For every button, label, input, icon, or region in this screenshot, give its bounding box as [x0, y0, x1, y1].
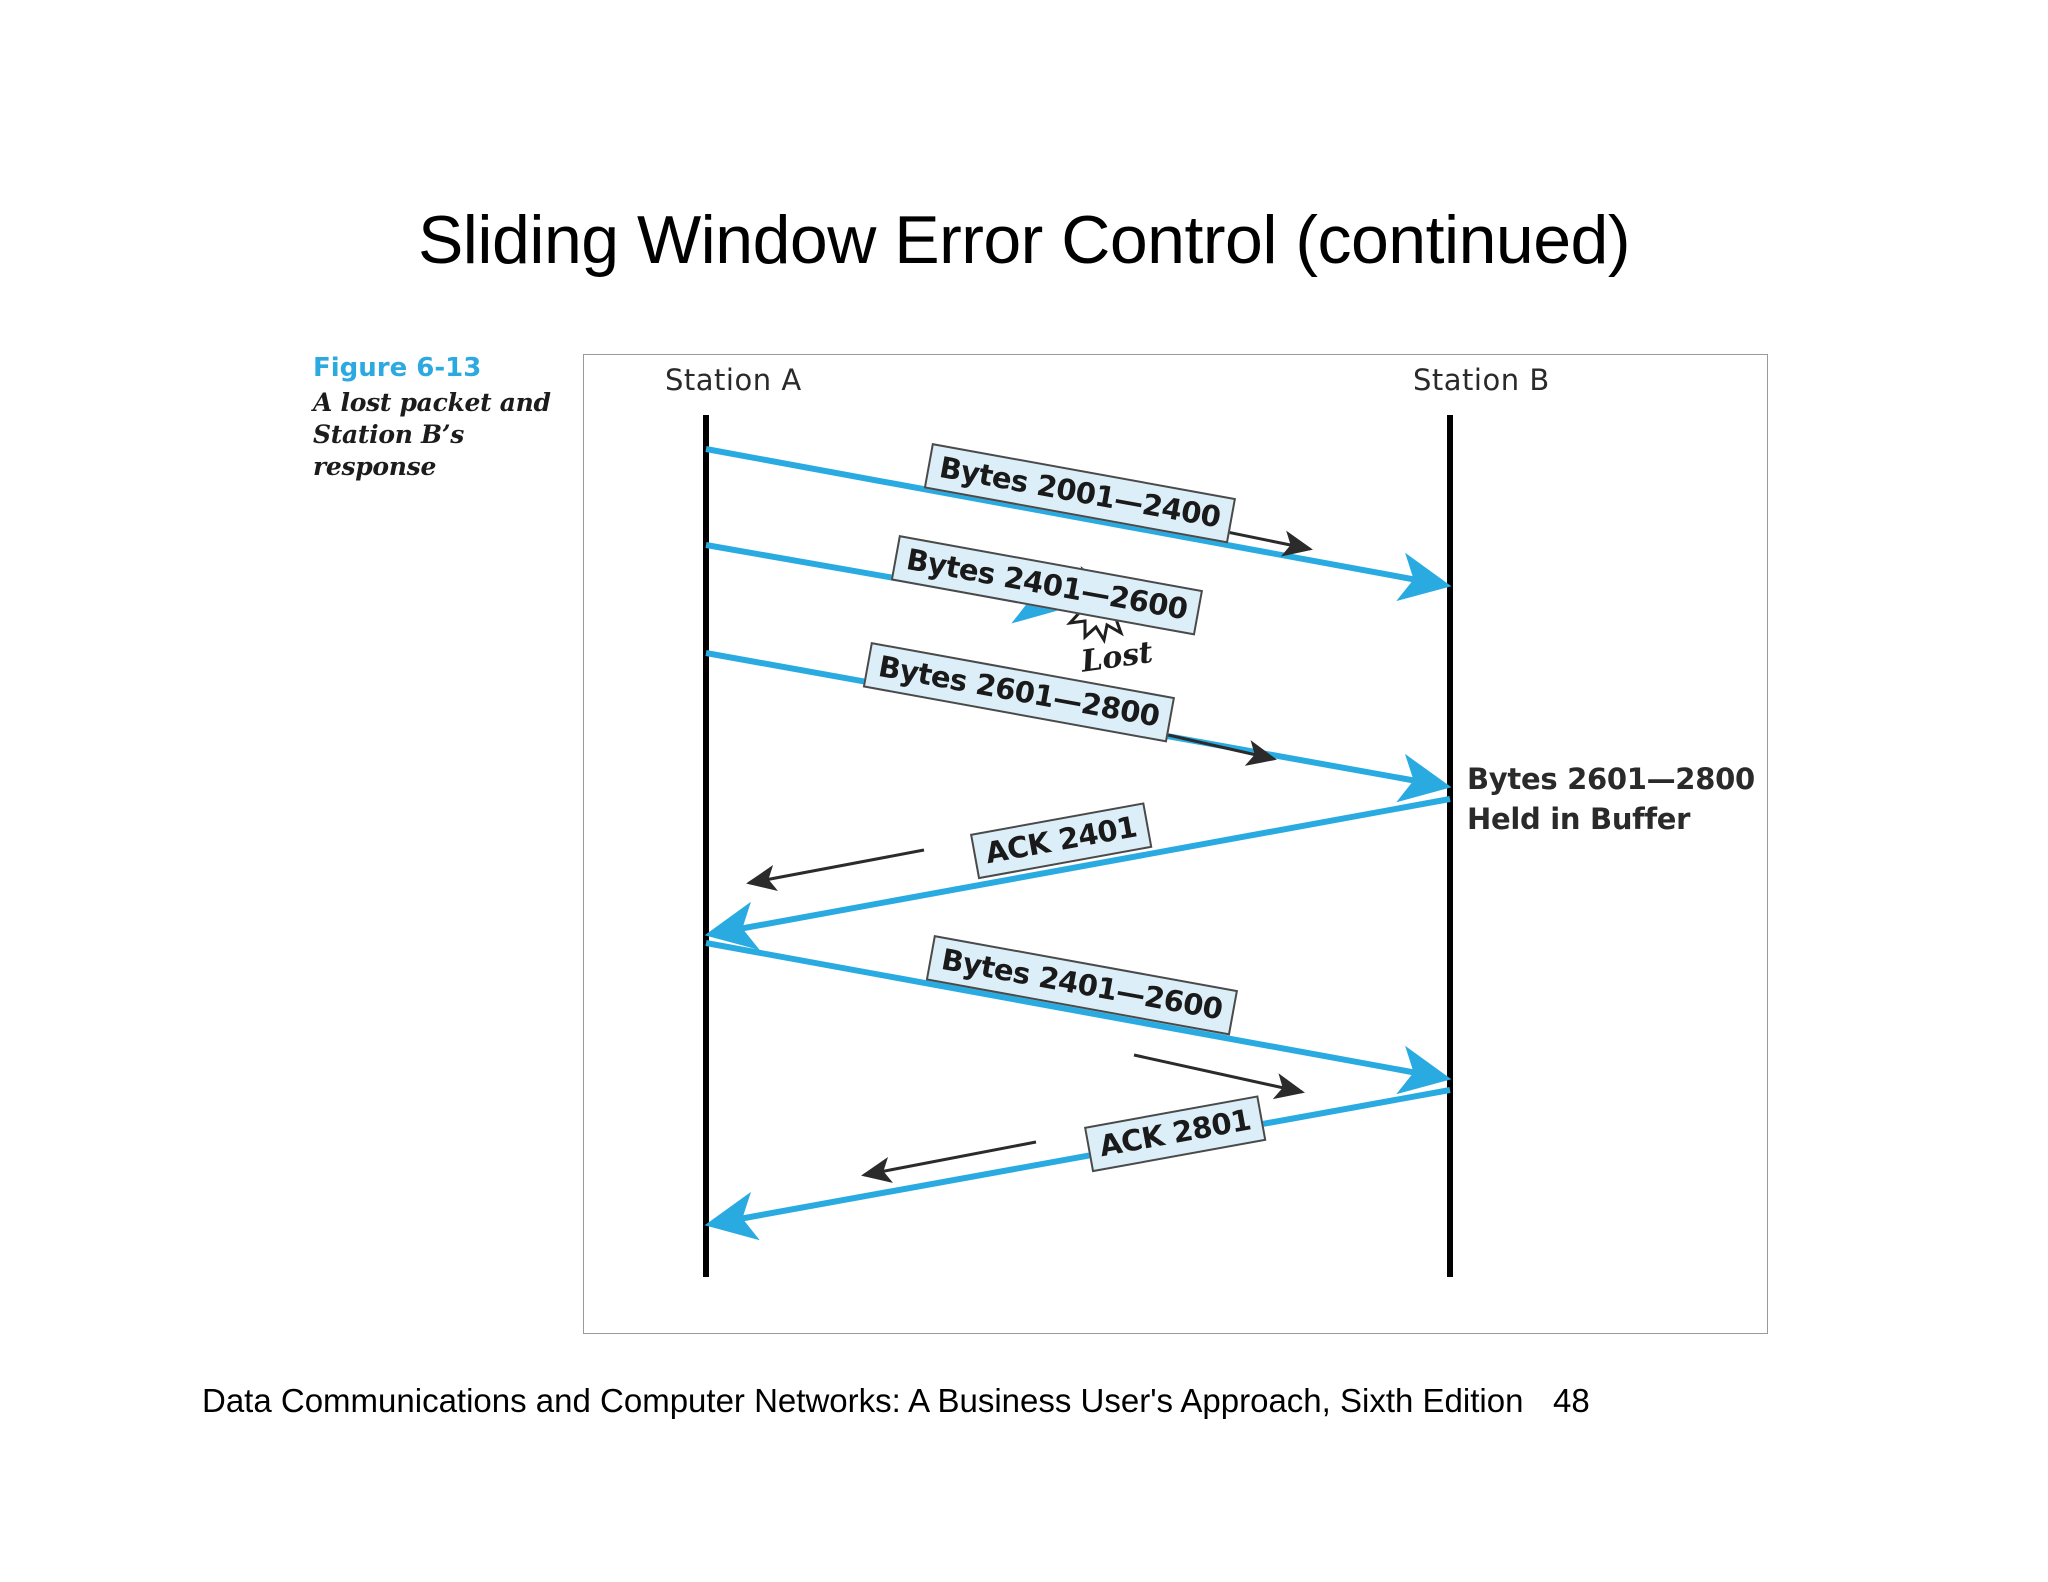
pointer-arrow-bytes-2401-2600-retransmit: [1133, 1053, 1305, 1100]
message-arrow-ack-2801: [704, 1087, 1451, 1241]
station-a-label: Station A: [665, 363, 802, 397]
pointer-arrow-ack-2401: [746, 848, 925, 891]
pointer-arrow-ack-2801: [861, 1140, 1037, 1183]
buffer-note-line-2: Held in Buffer: [1467, 802, 1691, 837]
message-arrow-bytes-2401-2600-retransmit: [705, 940, 1452, 1095]
figure-frame: Station A Station B Bytes 2001—2400 Byte…: [583, 354, 1768, 1334]
figure-caption-line-2: Station B’s response: [313, 419, 465, 481]
figure-number: Figure 6-13: [313, 353, 482, 383]
station-b-label: Station B: [1413, 363, 1550, 397]
message-arrow-bytes-2001-2400: [705, 446, 1452, 602]
buffer-note-line-1: Bytes 2601—2800: [1467, 762, 1755, 796]
message-arrow-ack-2401: [704, 796, 1451, 951]
held-in-buffer-note: Bytes 2601—2800 Held in Buffer: [1467, 759, 1755, 839]
figure-caption-line-1: A lost packet and: [313, 387, 551, 417]
figure-caption: Figure 6-13 A lost packet and Station B’…: [313, 352, 563, 483]
footer-page-number: 48: [1553, 1382, 1590, 1419]
footer-source-text: Data Communications and Computer Network…: [202, 1382, 1524, 1419]
page-title: Sliding Window Error Control (continued): [417, 202, 1631, 278]
